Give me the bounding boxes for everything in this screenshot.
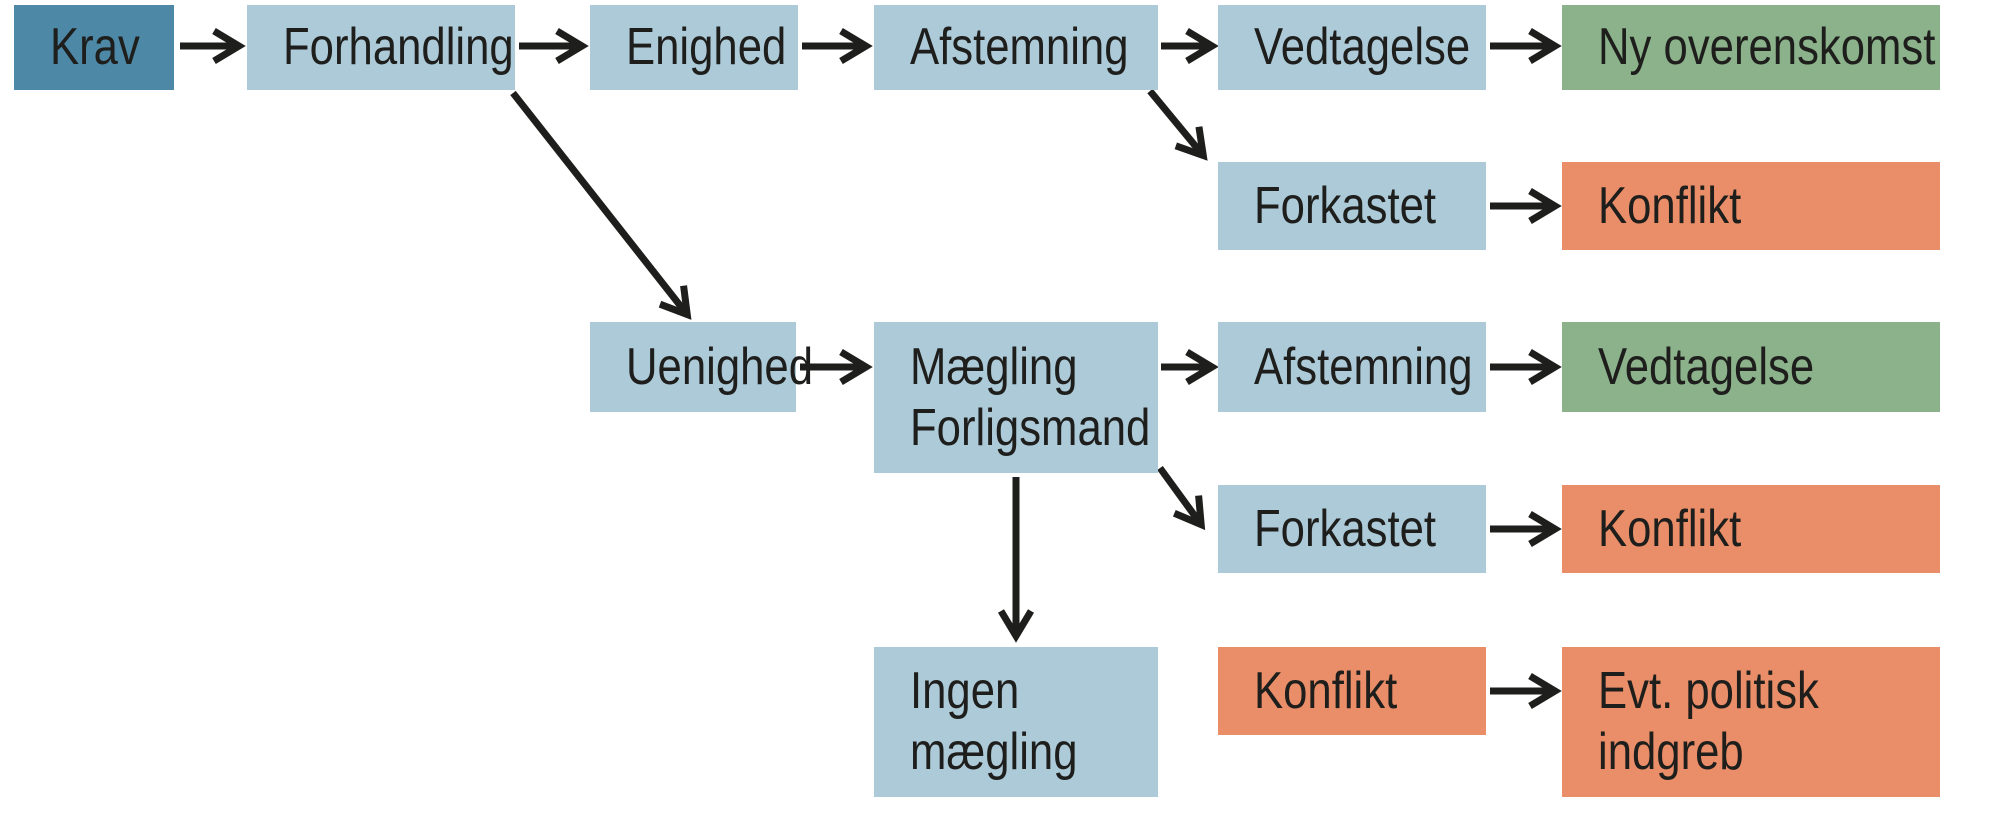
node-vedtagelse-2: Vedtagelse [1562,322,1940,412]
node-afstemning-1: Afstemning [874,5,1158,90]
node-vedtagelse-1: Vedtagelse [1218,5,1486,90]
node-afstemning-2: Afstemning [1218,322,1486,412]
node-label: Forligsmand [910,398,1151,457]
node-label: Evt. politisk [1598,662,1819,720]
arrow-afstemning-forkastet [1147,88,1208,161]
node-label: Vedtagelse [1598,337,1815,396]
arrow-maegling-forkastet [1157,465,1206,531]
node-konflikt-1: Konflikt [1562,162,1940,250]
node-label: Forkastet [1254,176,1437,235]
node-evt-politisk-indgreb: Evt. politisk indgreb [1562,647,1940,797]
node-maegling-forligsmand: Mægling Forligsmand [874,322,1158,473]
node-forkastet-1: Forkastet [1218,162,1486,250]
node-label: Forhandling [283,18,514,76]
node-label: indgreb [1598,723,1744,781]
node-label: Mægling [910,337,1078,396]
node-label: Ingen [910,662,1020,720]
node-label: Afstemning [910,18,1129,76]
node-konflikt-3: Konflikt [1218,647,1486,735]
node-krav: Krav [14,5,174,90]
node-label: Konflikt [1254,661,1398,720]
node-ny-overenskomst: Ny overenskomst [1562,5,1940,90]
node-label: Konflikt [1598,499,1742,558]
node-konflikt-2: Konflikt [1562,485,1940,573]
node-label: Konflikt [1598,176,1742,235]
node-forhandling: Forhandling [247,5,515,90]
node-label: Forkastet [1254,499,1437,558]
node-ingen-maegling: Ingen mægling [874,647,1158,797]
node-label: Krav [50,18,140,76]
node-enighed: Enighed [590,5,798,90]
node-label: Ny overenskomst [1598,18,1936,76]
node-label: mægling [910,723,1078,781]
node-forkastet-2: Forkastet [1218,485,1486,573]
node-label: Afstemning [1254,337,1473,396]
node-label: Uenighed [626,337,814,396]
node-label: Vedtagelse [1254,18,1471,76]
arrow-forhandling-uenighed [510,90,692,320]
node-label: Enighed [626,18,787,76]
node-uenighed: Uenighed [590,322,814,412]
